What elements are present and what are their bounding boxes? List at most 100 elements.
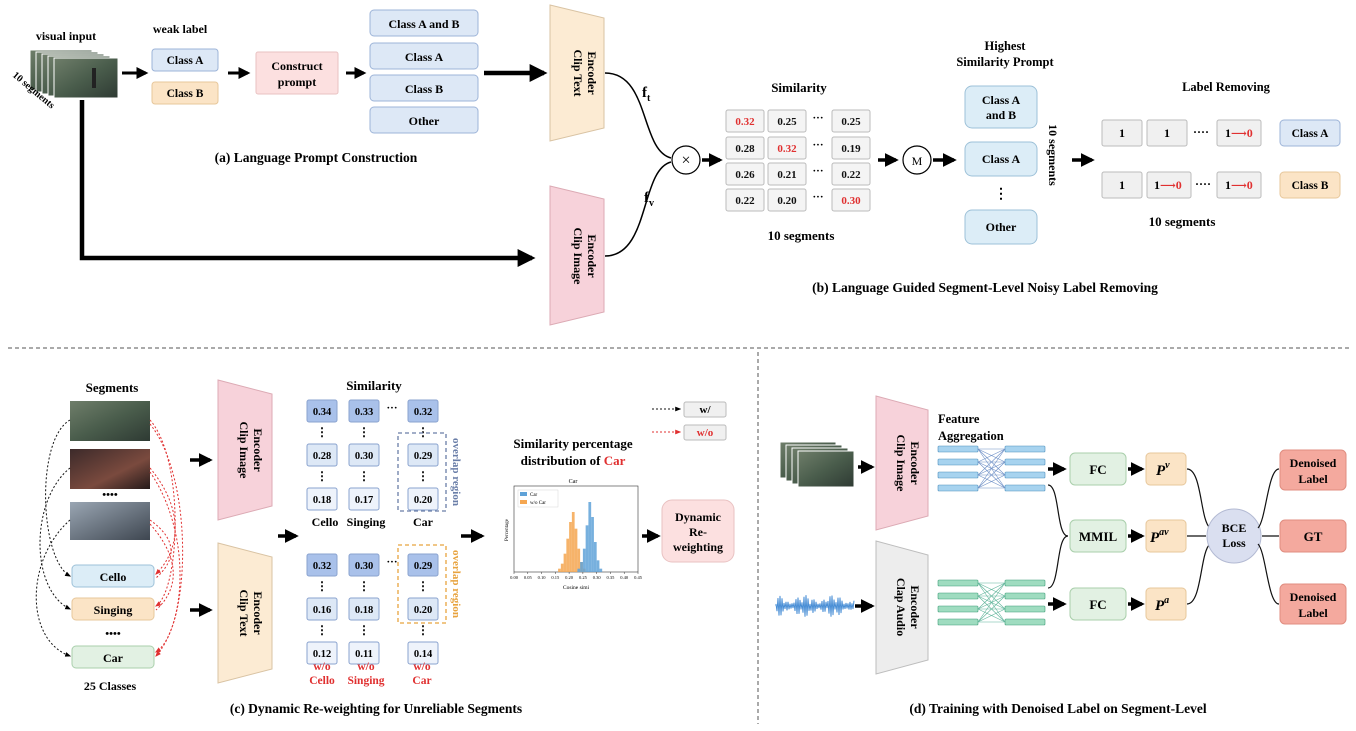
f-t-label: ft (642, 85, 651, 104)
bce-l2: Loss (1222, 536, 1246, 550)
sim-value: 0.20 (414, 495, 432, 506)
construct-prompt-line2: prompt (278, 75, 316, 89)
clip-image-encoder-d-l1: Clip Image (894, 435, 908, 493)
sim-value: 0.21 (777, 169, 796, 181)
fc-audio-label: FC (1089, 597, 1106, 612)
label-row-a: 1 1 ···· 1⟶0 Class A (1101, 119, 1341, 147)
chart-title: Car (569, 479, 578, 485)
sim-cell (407, 597, 439, 621)
feature-vector (1004, 445, 1046, 453)
p-a: Pa (1155, 595, 1169, 614)
bce-l1: BCE (1222, 521, 1247, 535)
sim-vdots: ⋮ (358, 623, 370, 637)
sim-value: 0.18 (313, 495, 331, 506)
class-dots: •••• (105, 628, 121, 640)
wo-label: Singing (347, 675, 384, 687)
sim-value: 0.28 (313, 451, 331, 462)
feature-aggregation-l2: Aggregation (938, 429, 1004, 443)
num-classes: 25 Classes (84, 679, 137, 693)
wo-labels: w/o Cello w/o Singing w/o Car (309, 661, 431, 687)
chart-xlabel: Cosine simi (563, 585, 590, 591)
similarity-title: Similarity (771, 80, 827, 95)
label-cell-changed: 1⟶0 (1225, 178, 1253, 192)
panel-a: visual input 10 segments weak label Clas… (10, 4, 672, 326)
sim-value: 0.33 (355, 407, 373, 418)
clip-text-encoder-c-l2: Encoder (251, 591, 265, 635)
sim-cell (348, 553, 380, 577)
wo-label: Cello (309, 675, 335, 687)
aggregation-link (977, 595, 1006, 623)
sim-cell (831, 188, 871, 212)
hist-bar (596, 560, 600, 572)
wo-connections (149, 419, 184, 657)
w-connections (35, 419, 72, 657)
x-tick-label: 0.35 (607, 575, 616, 580)
clip-text-encoder-a (549, 4, 605, 142)
fc-audio (1069, 587, 1127, 621)
sim-vdots: ⋮ (417, 425, 429, 439)
feature-aggregation-l1: Feature (938, 412, 980, 426)
hist-bar (566, 538, 570, 572)
sim-cell (767, 136, 807, 160)
sim-value: 0.16 (313, 605, 331, 616)
dynamic-l1: Dynamic (675, 510, 722, 524)
bce-loss-node (1206, 508, 1262, 564)
sim-value: 0.30 (355, 451, 373, 462)
aggregation-link (977, 461, 1006, 489)
feature-vector (1004, 592, 1046, 600)
m-node (902, 145, 932, 175)
f-v-label: fv (644, 190, 654, 209)
sim-vdots: ⋮ (316, 425, 328, 439)
aggregation-link (977, 448, 1006, 476)
sim-value: 0.20 (414, 605, 432, 616)
overlap-region-top (397, 432, 447, 512)
segment-dots: •••• (102, 489, 118, 501)
audio-waveform (775, 595, 855, 617)
sim-cell (306, 597, 338, 621)
feature-vector (1004, 605, 1046, 613)
sim-vdots: ⋮ (316, 469, 328, 483)
sim-cell (306, 443, 338, 467)
aggregation-link (977, 448, 1006, 463)
chart-bars (558, 502, 603, 572)
sim-value: 0.34 (313, 407, 332, 418)
feature-vector (1004, 484, 1046, 492)
clip-image-encoder-line1: Clip Image (571, 228, 585, 286)
sim-ellipsis: ··· (812, 139, 823, 151)
weak-label-class-a-text: Class A (167, 55, 204, 67)
x-tick-label: 0.20 (565, 575, 574, 580)
sim-ellipsis: ··· (386, 556, 397, 568)
gt-box (1279, 519, 1347, 553)
multiply-symbol: × (681, 152, 690, 169)
prompt-item: Other (409, 114, 440, 128)
construct-prompt-box (255, 51, 339, 95)
hp-class-a-text: Class A (982, 152, 1021, 166)
sim-value: 0.29 (414, 451, 432, 462)
col-label: Cello (312, 515, 339, 529)
label-ellipsis: ···· (1195, 177, 1211, 191)
aggregation-link (977, 582, 1006, 610)
sim-value: 0.25 (841, 116, 861, 128)
p-a-box (1145, 587, 1187, 621)
fc-visual (1069, 452, 1127, 486)
feature-vector (937, 579, 979, 587)
sim-cell (767, 109, 807, 133)
sim-ellipsis: ··· (386, 402, 397, 414)
feature-vector (937, 471, 979, 479)
sim-value: 0.28 (735, 143, 755, 155)
sim-cell (725, 188, 765, 212)
ten-segments-matrix: 10 segments (768, 228, 835, 243)
sim-value: 0.25 (777, 116, 797, 128)
feature-vector (1004, 471, 1046, 479)
clip-image-encoder-c-l1: Clip Image (237, 422, 251, 480)
sim-cell (348, 399, 380, 423)
class-a-tag (1279, 119, 1341, 147)
sim-value: 0.32 (735, 116, 755, 128)
clap-audio-encoder-d-l2: Encoder (908, 585, 922, 629)
sim-vdots: ⋮ (417, 469, 429, 483)
sim-value: 0.12 (313, 649, 331, 660)
x-tick-label: 0.05 (524, 575, 533, 580)
